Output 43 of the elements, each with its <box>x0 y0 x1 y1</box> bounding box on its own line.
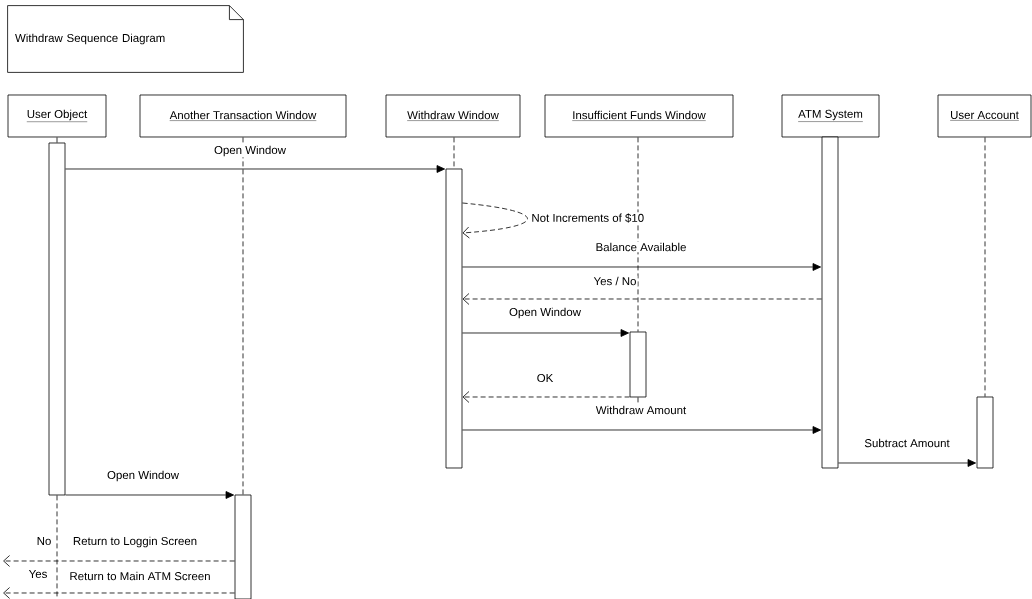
message-arrow <box>462 263 821 271</box>
activation-bar <box>629 331 647 398</box>
message-arrow <box>462 426 821 434</box>
message-label: Return to Loggin Screen <box>71 535 199 549</box>
message-arrow <box>65 165 445 173</box>
lifeline-head: User Object <box>7 94 107 138</box>
message-label: Open Window <box>213 144 287 158</box>
lifeline-head: ATM System <box>781 94 880 138</box>
message-label: Not Increments of $10 <box>530 212 646 224</box>
activation-bar <box>48 142 66 496</box>
guard-label: Yes <box>27 569 49 579</box>
lifeline <box>984 137 986 397</box>
note-box: Withdraw Sequence Diagram <box>7 5 244 73</box>
return-arrow <box>3 555 235 567</box>
message-label: OK <box>535 372 555 384</box>
lifeline-head: Another Transaction Window <box>139 94 347 138</box>
lifeline-head: User Account <box>937 94 1032 138</box>
message-arrow <box>838 459 976 467</box>
guard-label: No <box>35 536 53 546</box>
message-label: Subtract Amount <box>863 437 951 449</box>
message-arrow <box>65 491 234 499</box>
lifeline-head: Insufficient Funds Window <box>544 94 734 138</box>
lifeline <box>56 495 58 599</box>
lifeline-head: Withdraw Window <box>385 94 521 138</box>
message-label: Open Window <box>508 306 582 320</box>
message-label: Open Window <box>106 469 180 483</box>
activation-bar <box>821 136 839 469</box>
self-message-arrow <box>462 202 528 239</box>
return-arrow <box>462 391 630 403</box>
lifeline <box>453 137 455 169</box>
activation-bar <box>976 396 994 469</box>
message-label: Balance Available <box>594 241 688 253</box>
message-label: Yes / No <box>592 275 638 287</box>
return-arrow <box>3 587 235 599</box>
return-arrow <box>462 293 822 305</box>
message-label: Withdraw Amount <box>594 404 688 416</box>
message-label: Return to Main ATM Screen <box>68 570 212 582</box>
lifeline <box>56 137 58 143</box>
message-arrow <box>462 329 629 337</box>
activation-bar <box>234 494 252 599</box>
lifeline <box>242 137 244 495</box>
activation-bar <box>445 168 463 469</box>
lifeline <box>637 137 639 332</box>
